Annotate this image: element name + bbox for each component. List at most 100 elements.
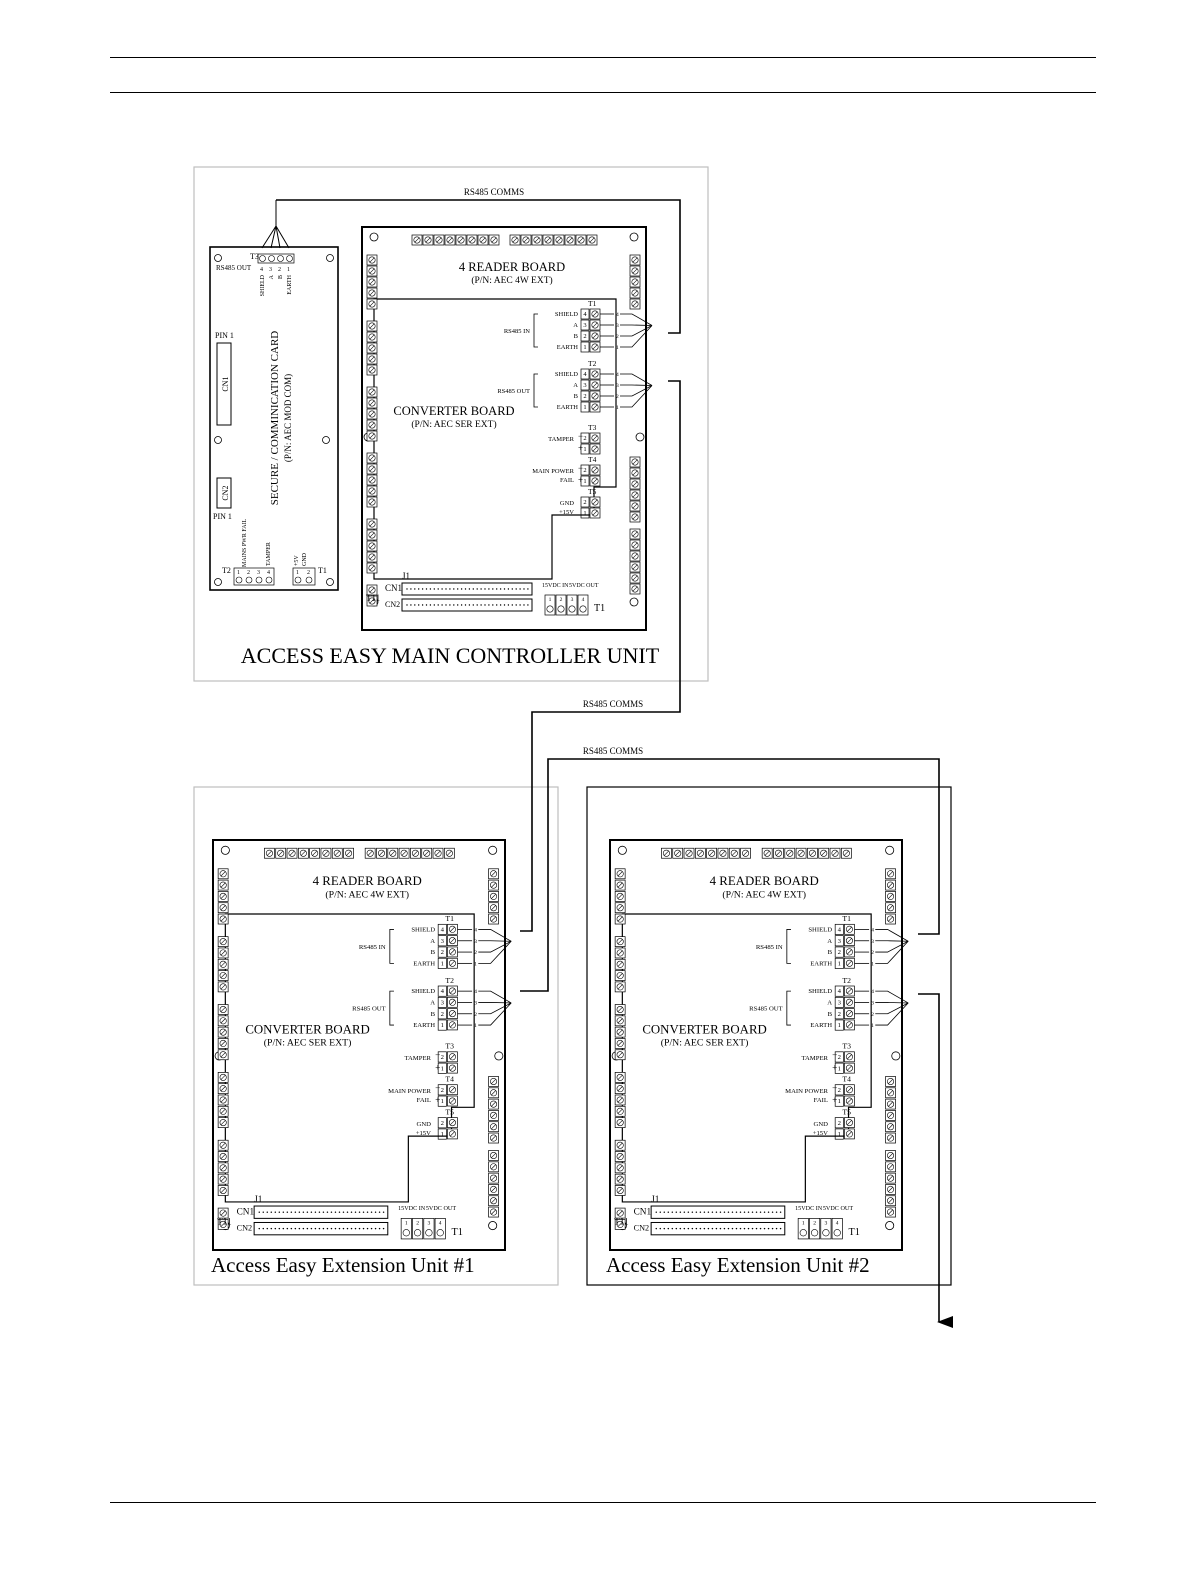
reader-terminal-right-slot	[632, 492, 638, 498]
t3-pin-number: 2	[583, 435, 586, 442]
cn2-pin	[480, 604, 482, 606]
t1-label: T1	[842, 914, 851, 923]
cn1-pin	[687, 1211, 690, 1213]
cn2-pin	[410, 604, 412, 606]
t5-caption: +15V	[416, 1130, 431, 1137]
reader-terminal-right-slot	[888, 1124, 893, 1130]
cn2-pin	[429, 604, 432, 606]
reader-terminal-left-slot	[617, 1041, 623, 1046]
header-rule-top	[110, 57, 1096, 58]
reader-terminal-left-screw	[368, 498, 376, 506]
t4-pin-box	[580, 475, 590, 487]
reader-terminal-slot	[720, 850, 726, 856]
cn1-pin	[731, 1211, 734, 1213]
t2-bundle-wire	[875, 1002, 909, 1015]
reader-terminal-left-screw	[219, 1141, 227, 1149]
reader-terminal-left-screw	[368, 520, 376, 528]
reader-terminal-right-screw	[490, 1163, 498, 1171]
mount-hole	[617, 845, 627, 855]
reader-terminal-left-slot	[220, 1018, 226, 1024]
reader-terminal-right-screw	[631, 513, 639, 521]
cn1-pin	[771, 1211, 774, 1213]
t4-pin-number: 1	[838, 1098, 841, 1105]
reader-terminal-right-slot	[491, 1153, 496, 1158]
reader-terminal-slot	[534, 237, 540, 243]
t3-terminal-screw	[448, 1064, 456, 1072]
rs485-comms-label-top: RS485 COMMS	[464, 187, 524, 197]
t1-terminal-slot	[450, 960, 455, 966]
t4-pin-box	[580, 464, 590, 476]
reader-terminal-left-screw	[368, 366, 376, 374]
power-terminal-screw	[425, 1229, 433, 1237]
reader-terminal-left-slot	[617, 1221, 623, 1227]
reader-terminal-slot	[787, 850, 793, 856]
t4-terminal-screw	[448, 1097, 456, 1105]
t4-pin-number: 2	[583, 467, 586, 474]
cn2-pin	[747, 1227, 750, 1230]
reader-terminal-screw	[434, 849, 442, 857]
t1-terminal-screw	[448, 959, 456, 967]
reader-terminal-left-screw	[219, 983, 227, 991]
cn1-pin	[655, 1211, 657, 1213]
reader-terminal-left-slot	[220, 984, 226, 990]
cn2-pin	[659, 1227, 661, 1230]
cn1-connector	[650, 1205, 786, 1219]
mount-hole	[214, 578, 222, 586]
cn2-pin	[779, 1227, 782, 1230]
cn2-pin	[515, 604, 517, 606]
reader-terminal-left-slot	[617, 893, 623, 899]
t2-terminal-screw	[448, 998, 456, 1006]
t2-pin-name: SHIELD	[555, 371, 578, 378]
t2-pin-name: A	[573, 382, 578, 389]
t1-pin-name: A	[573, 322, 578, 329]
reader-terminal-screw	[696, 849, 704, 857]
cn2-pin	[358, 1227, 361, 1230]
reader-terminal-left-screw	[219, 1039, 227, 1047]
t2-terminal-slot	[592, 404, 598, 410]
cn1-pin	[671, 1211, 674, 1213]
cn2-pin	[330, 1227, 333, 1230]
reader-terminal-right-slot	[491, 871, 496, 877]
reader-terminal-left-slot	[220, 1097, 226, 1103]
reader-terminal-slot	[809, 850, 815, 856]
t2-pin-box	[437, 996, 447, 1008]
t2-pin-name: EARTH	[810, 1022, 832, 1029]
j1-label: J1	[254, 1195, 263, 1205]
power-terminal-box	[820, 1218, 832, 1240]
t4-pin-number: 2	[441, 1087, 444, 1094]
reader-terminal-left-screw	[219, 892, 227, 900]
polarity-mark: +	[832, 1096, 837, 1106]
reader-terminal-left-slot	[617, 1052, 623, 1058]
cn2-pin	[667, 1227, 670, 1230]
reader-terminal-left-screw	[219, 904, 227, 912]
reader-terminal-left-screw	[616, 1028, 624, 1036]
j1-label: J1	[402, 571, 410, 581]
reader-terminal-right-slot	[888, 1164, 893, 1170]
reader-terminal-screw	[708, 849, 716, 857]
secure-power-label: GND	[302, 552, 308, 566]
t3-terminal-slot	[847, 1054, 852, 1060]
t5-pin-number: 2	[583, 499, 586, 506]
cn2-pin	[731, 1227, 734, 1230]
t2-pin-number: 2	[441, 1011, 444, 1018]
reader-terminal-slot	[523, 237, 529, 243]
reader-terminal-right-slot	[632, 564, 638, 570]
cn1-pin	[330, 1211, 333, 1213]
reader-terminal-left-screw	[219, 1164, 227, 1172]
cn1-pin	[418, 588, 420, 590]
reader-terminal-slot	[589, 237, 595, 243]
t5-pin-box	[580, 496, 590, 508]
t1-pin-box	[437, 935, 447, 947]
t2-bundle-wire	[620, 384, 653, 386]
t1-pin-name: B	[828, 949, 833, 956]
reader-terminal-right-slot	[888, 1135, 893, 1141]
t4-pin-box	[834, 1095, 844, 1107]
cn1-pin	[286, 1211, 289, 1213]
t4-label: T4	[445, 1075, 454, 1084]
reader-terminal-screw	[322, 849, 330, 857]
secure-t1-terminal	[292, 567, 316, 586]
reader-terminal-right-screw	[490, 904, 498, 912]
reader-terminal-screw	[555, 236, 563, 244]
secure-tamper-label: TAMPER	[266, 542, 272, 566]
t1-pin-number: 2	[583, 333, 586, 340]
